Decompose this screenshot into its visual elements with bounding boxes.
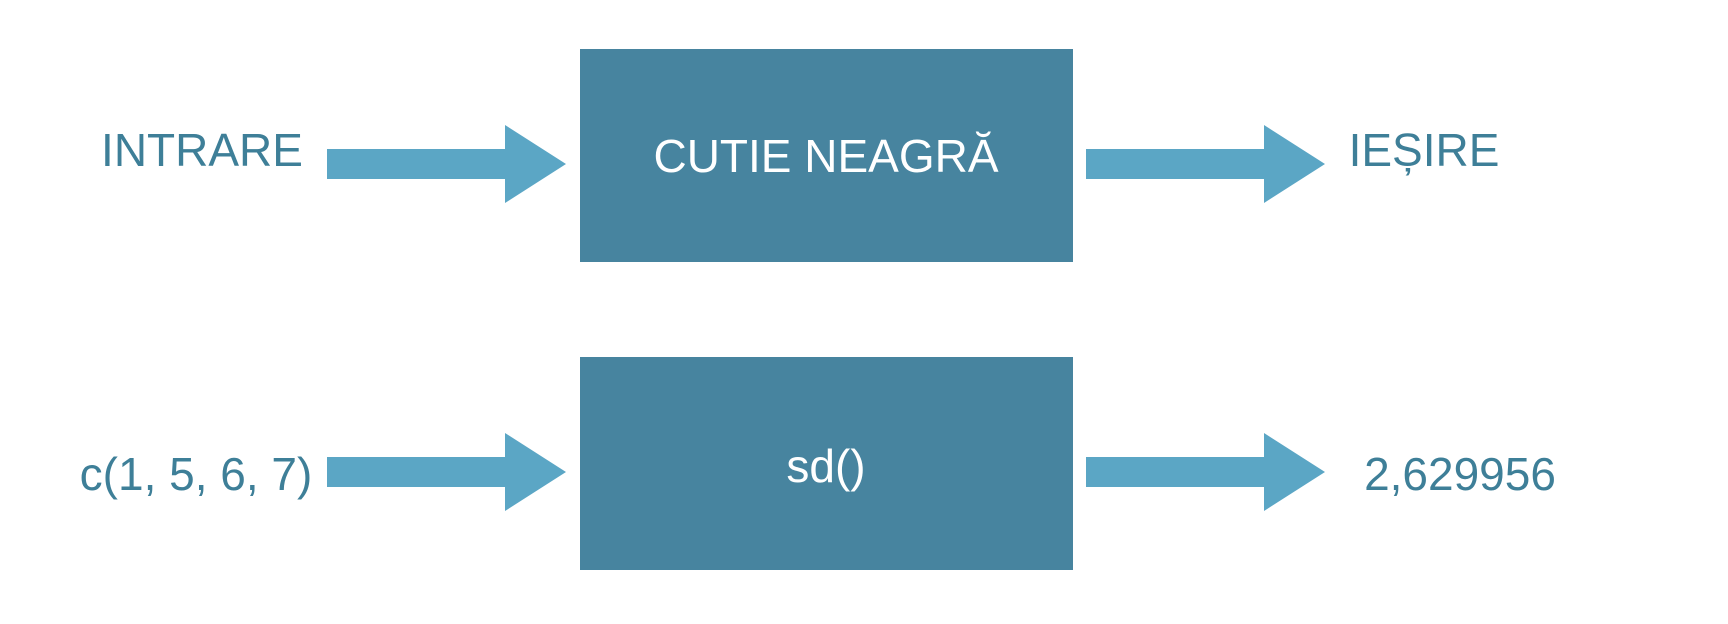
black-box [580,49,1073,262]
output-label: 2,629956 [1364,448,1556,500]
input-label: c(1, 5, 6, 7) [80,448,313,500]
input-arrow [327,433,566,511]
output-label: IEȘIRE [1349,124,1500,176]
function-box-label: sd() [786,440,865,492]
output-arrow [1086,433,1325,511]
row-concept: INTRARE CUTIE NEAGRĂ IEȘIRE [101,49,1499,262]
input-arrow [327,125,566,203]
output-arrow [1086,125,1325,203]
black-box-label: CUTIE NEAGRĂ [653,130,998,182]
row-example: c(1, 5, 6, 7) sd() 2,629956 [80,357,1556,570]
function-box [580,357,1073,570]
input-label: INTRARE [101,124,303,176]
